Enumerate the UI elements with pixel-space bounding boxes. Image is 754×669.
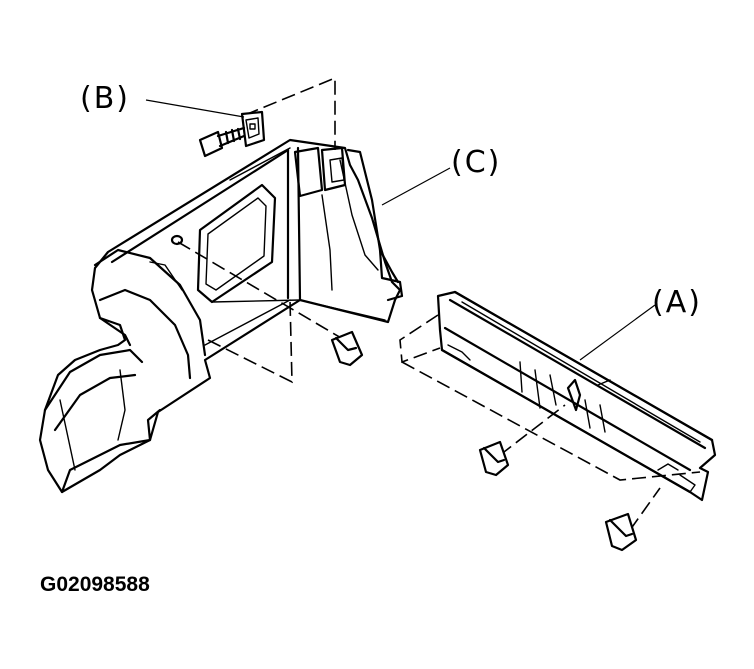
push-clip [330,330,364,367]
side-trim-panel [38,138,404,494]
shelf-dashed-lines [399,314,701,531]
rear-cover-a [436,290,717,502]
dashed-alignment-lines [177,76,349,384]
screw [198,126,246,158]
figure-code: G02098588 [40,573,150,596]
push-clip-lower-right [604,512,638,552]
clip-b [240,110,266,148]
callout-b: (B) [80,81,130,116]
push-clip-lower-left [478,440,510,477]
callout-a: (A) [652,285,702,320]
leader-lines [145,99,656,361]
callout-c: (C) [451,145,501,180]
